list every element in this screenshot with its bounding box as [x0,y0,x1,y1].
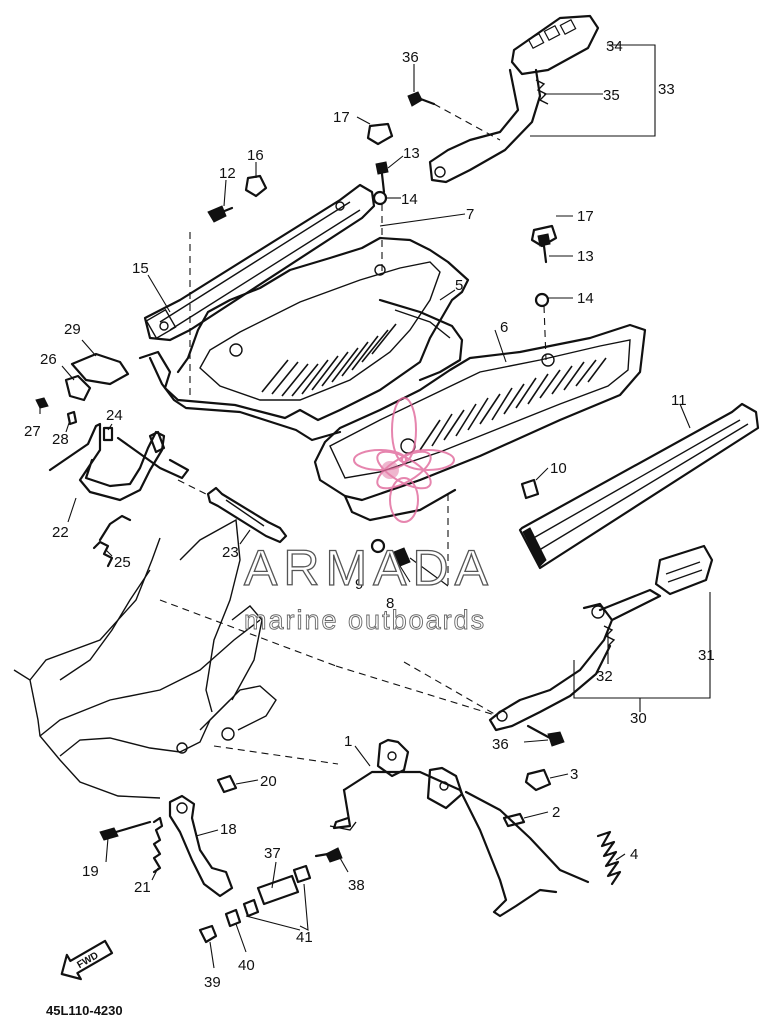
diagram-code: 45L110-4230 [46,1003,123,1018]
callout-17-upper: 17 [333,109,350,126]
left-bracket-group [35,352,190,568]
callout-40: 40 [238,957,255,974]
callout-16: 16 [247,147,264,164]
forward-arrow-icon: FWD [60,939,114,981]
callout-28: 28 [52,431,69,448]
callout-11: 11 [671,392,687,409]
callout-30: 30 [630,710,647,727]
callout-36-upper: 36 [402,49,419,66]
callout-2: 2 [552,804,560,821]
flower-logo-icon [353,397,455,523]
callout-9: 9 [355,576,363,593]
callout-19: 19 [82,863,99,880]
callout-14-upper: 14 [401,191,418,208]
callout-14-lower: 14 [577,290,594,307]
callout-26: 26 [40,351,57,368]
callout-8: 8 [386,595,394,612]
callout-32: 32 [596,668,613,685]
callout-29: 29 [64,321,81,338]
callout-24: 24 [106,407,123,424]
callout-25: 25 [114,554,131,571]
callout-39: 39 [204,974,221,991]
callout-37: 37 [264,845,281,862]
callout-34: 34 [606,38,623,55]
watermark: ARMADA marine outboards [243,397,494,635]
callout-13-upper: 13 [403,145,420,162]
pillion-footrest-lower [488,544,714,747]
callout-12: 12 [219,165,236,182]
callout-4: 4 [630,846,638,863]
callout-21: 21 [134,879,151,896]
brake-pedal [99,794,234,898]
hardware [198,122,622,944]
pillion-footrest-upper [407,14,600,184]
callout-1: 1 [344,733,352,750]
pivot-shaft [177,479,288,544]
callout-labels: 34 33 35 36 17 13 14 7 17 13 14 5 6 12 1… [24,38,715,991]
right-grille [419,357,607,451]
callout-33: 33 [658,81,675,98]
watermark-tagline: marine outboards [244,605,486,635]
callout-35: 35 [603,87,620,104]
callout-31: 31 [698,647,715,664]
callout-22: 22 [52,524,69,541]
leader-lines [39,44,711,969]
callout-15: 15 [132,260,149,277]
callout-18: 18 [220,821,237,838]
callout-36-lower: 36 [492,736,509,753]
callout-13-lower: 13 [577,248,594,265]
callout-3: 3 [570,766,578,783]
callout-10: 10 [550,460,567,477]
callout-27: 27 [24,423,41,440]
callout-5: 5 [455,277,463,294]
frame-outline [13,494,499,799]
watermark-brand: ARMADA [244,540,494,596]
callout-6: 6 [500,319,508,336]
callout-41: 41 [296,929,313,946]
side-rail-left [143,183,376,402]
left-grille [261,323,397,397]
side-rail-right [518,402,760,570]
callout-20: 20 [260,773,277,790]
callout-23: 23 [222,544,239,561]
callout-7: 7 [466,206,474,223]
callout-17-lower: 17 [577,208,594,225]
main-stand [329,738,590,918]
callout-38: 38 [348,877,365,894]
